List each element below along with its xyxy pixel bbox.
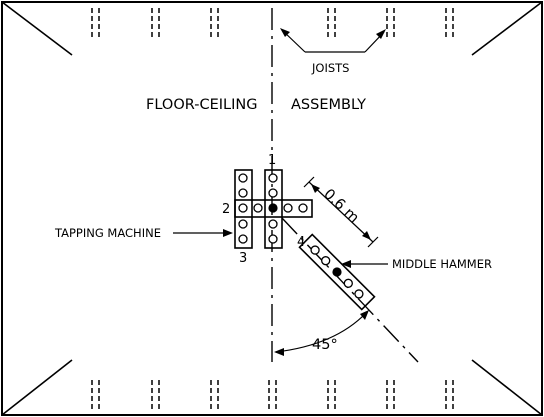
- position-2: 2: [222, 202, 230, 217]
- tapping-machine-label: TAPPING MACHINE: [54, 226, 161, 240]
- distance-label: 0.6 m: [320, 186, 361, 226]
- tapping-machine-frames: [234, 169, 313, 249]
- distance-dimension: [303, 176, 379, 248]
- angle-arrowhead-left: [274, 348, 284, 356]
- position-3: 3: [239, 251, 247, 266]
- assembly-title-right: ASSEMBLY: [291, 97, 366, 113]
- tapping-machine-arrowhead: [223, 229, 233, 237]
- position-4: 4: [297, 235, 305, 250]
- diagonal-center-line: [281, 217, 419, 363]
- middle-hammer-arrowhead: [341, 260, 351, 268]
- tapping-machine-rotated: [298, 233, 376, 311]
- angle-arrowhead-right: [360, 310, 369, 320]
- angle-label: 45°: [312, 337, 338, 353]
- position-1: 1: [268, 153, 276, 168]
- joists-callout: [280, 28, 386, 53]
- joists-top: [91, 8, 454, 38]
- assembly-title-left: FLOOR-CEILING: [146, 97, 257, 113]
- middle-hammer-label: MIDDLE HAMMER: [392, 257, 492, 271]
- joists-label: JOISTS: [311, 61, 349, 75]
- angle-arc: [275, 312, 367, 353]
- joists-bottom: [91, 380, 454, 412]
- tapping-machine-hammers: [238, 173, 308, 244]
